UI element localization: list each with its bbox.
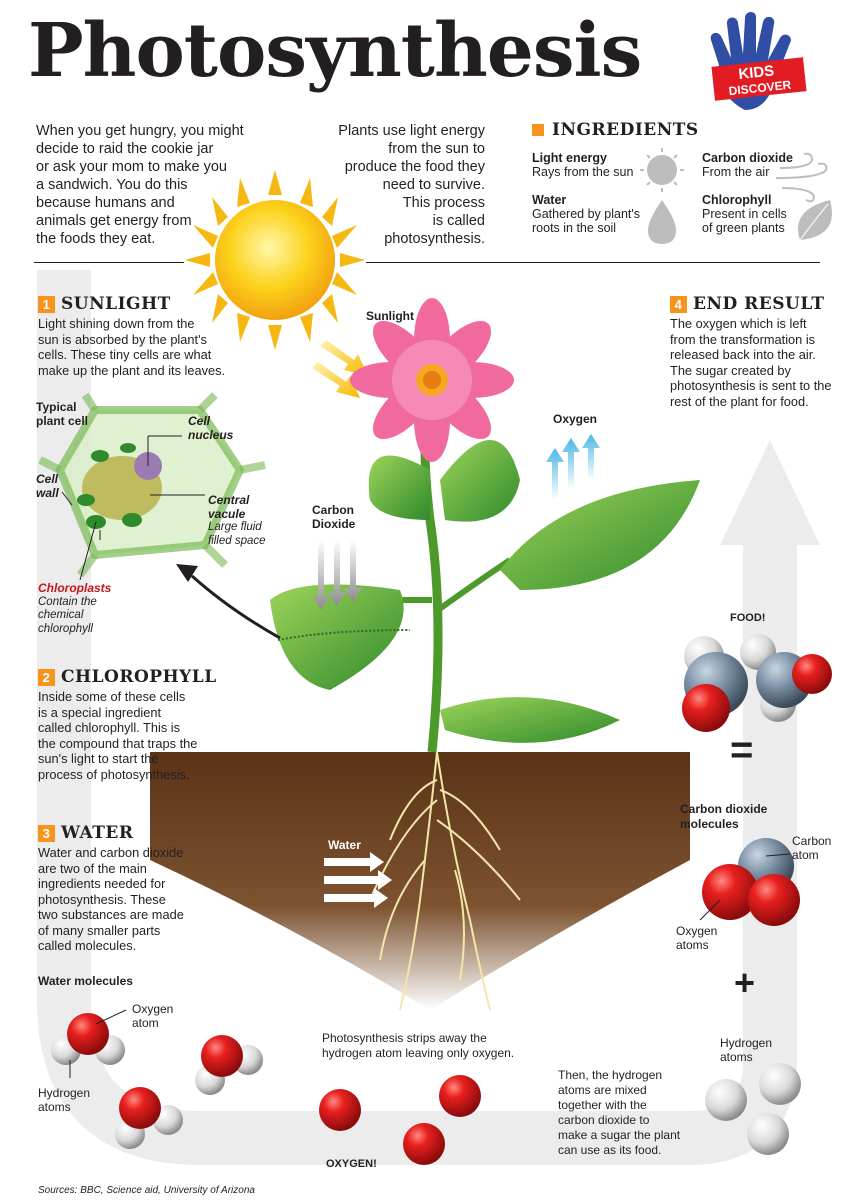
co2-label: Carbon Dioxide xyxy=(312,503,356,531)
food-label: FOOD! xyxy=(730,612,766,624)
water-drop-small-icon xyxy=(648,200,676,244)
cell-chloroplasts-label: Chloroplasts Contain the chemical chloro… xyxy=(38,581,112,635)
orange-square-icon xyxy=(532,124,544,136)
section-water-header: 3 WATER xyxy=(38,823,134,843)
divider-left xyxy=(34,262,184,263)
leaf-small-icon xyxy=(798,200,832,241)
roots xyxy=(369,751,521,1011)
equals-sign: = xyxy=(730,728,754,772)
water-arrows xyxy=(324,852,392,908)
hydrogen-atoms-right-label: Hydrogen atoms xyxy=(720,1036,773,1064)
ingredient-light: Light energy Rays from the sun xyxy=(532,151,634,179)
section-sunlight-header: 1 SUNLIGHT xyxy=(38,294,171,314)
mix-text: Then, the hydrogen atoms are mixed toget… xyxy=(558,1068,681,1157)
water-molecules-label: Water molecules xyxy=(38,974,133,988)
flower-icon xyxy=(350,298,514,462)
leaf-to-cell-arrow xyxy=(176,564,281,640)
sun-small-icon xyxy=(640,148,684,192)
leaves xyxy=(270,440,700,743)
oxygen-atoms-label: Oxygen atoms xyxy=(676,924,718,952)
sugar-molecule-icon xyxy=(682,634,832,732)
wind-small-icon xyxy=(775,152,828,203)
water-molecule-icon xyxy=(51,1009,263,1149)
logo-text-kids: KIDS xyxy=(738,62,775,83)
hydrogen-atoms-left-label: Hydrogen atoms xyxy=(38,1086,91,1114)
cell-vacuole-label: Central vacule Large fluid filled space xyxy=(208,493,266,547)
hand-logo-icon: KIDS DISCOVER xyxy=(710,12,807,110)
section-result-body: The oxygen which is left from the transf… xyxy=(670,316,832,409)
carbon-atom-label: Carbon atom xyxy=(792,834,832,862)
cell-wall-label: Cell wall xyxy=(36,472,59,500)
co2-molecule-icon xyxy=(699,838,800,926)
section-chlorophyll-header: 2 CHLOROPHYLL xyxy=(38,667,217,687)
oxygen-atom-label: Oxygen atom xyxy=(132,1002,174,1030)
ingredient-co2: Carbon dioxide From the air xyxy=(702,151,793,179)
divider-right xyxy=(366,262,820,263)
section-result-header: 4 END RESULT xyxy=(670,294,825,314)
hydrogen-atoms-right-icon xyxy=(705,1063,801,1155)
oxygen-label: Oxygen xyxy=(553,412,598,426)
section-sunlight-body: Light shining down from the sun is absor… xyxy=(38,316,226,378)
intro-center: Plants use light energy from the sun to … xyxy=(338,123,485,247)
oxygen-atoms-bottom-icon xyxy=(319,1075,481,1165)
sunlight-label: Sunlight xyxy=(366,309,414,323)
sun-icon xyxy=(185,170,365,350)
ingredient-water: Water Gathered by plant's roots in the s… xyxy=(532,193,641,235)
ingredients-header: INGREDIENTS xyxy=(532,120,699,140)
plant-cell-icon xyxy=(38,392,266,581)
sunlight-arrows xyxy=(312,340,368,398)
sources: Sources: BBC, Science aid, University of… xyxy=(38,1185,255,1196)
strip-text: Photosynthesis strips away the hydrogen … xyxy=(322,1031,515,1060)
section-chlorophyll-body: Inside some of these cells is a special … xyxy=(38,689,198,782)
oxygen-caption: OXYGEN! xyxy=(326,1158,377,1170)
cell-nucleus-label: Cell nucleus xyxy=(188,414,234,442)
logo-text-discover: DISCOVER xyxy=(728,78,792,99)
intro-left: When you get hungry, you might decide to… xyxy=(36,123,244,247)
section-water-body: Water and carbon dioxide are two of the … xyxy=(38,845,184,953)
page-title: Photosynthesis xyxy=(28,8,642,94)
water-label: Water xyxy=(328,838,361,852)
oxygen-arrows xyxy=(546,434,600,500)
soil xyxy=(150,752,690,1010)
kids-discover-logo: KIDS DISCOVER xyxy=(705,10,835,120)
ingredient-chlorophyll: Chlorophyll Present in cells of green pl… xyxy=(702,193,787,235)
cell-title: Typical plant cell xyxy=(36,400,89,428)
co2-molecules-label: Carbon dioxide molecules xyxy=(680,802,768,831)
co2-arrows xyxy=(312,540,362,610)
plus-sign: + xyxy=(734,962,756,1003)
